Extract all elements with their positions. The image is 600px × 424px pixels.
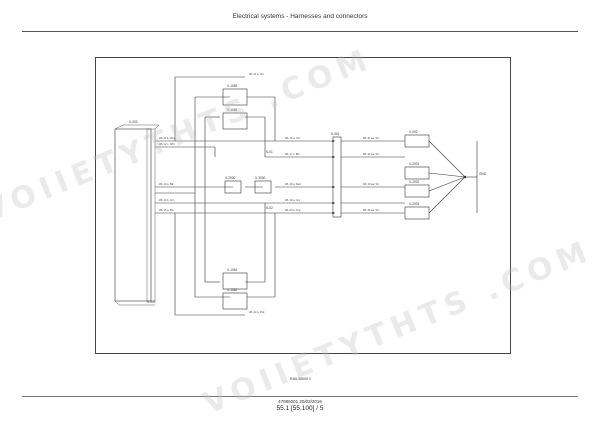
relay-bottom-1 — [222, 272, 248, 290]
component-x2003-label: X-2003 — [409, 202, 420, 206]
mid-connector-label: X-001 — [331, 132, 340, 136]
connector-x1084: X-1084 — [227, 108, 238, 112]
component-x2001 — [404, 166, 430, 180]
wire-label: WL 13 a. Blk — [159, 182, 174, 186]
wire-label: WL 22 a. Pnk — [249, 310, 265, 314]
relay-bottom-2 — [222, 292, 248, 310]
switch-x2000 — [224, 180, 242, 194]
wire-label: WL 15 a. Blu — [159, 208, 174, 212]
ecu-label: X-003 — [129, 120, 138, 124]
document-number: 47986001 20/03/2016 — [278, 399, 322, 404]
connector-x1083: X-1083 — [227, 84, 238, 88]
switch-x2000-label: X-2000 — [225, 176, 236, 180]
wire-label: WL 20 a. Org — [285, 208, 301, 212]
wire-label: WL 12 c. Wht — [159, 142, 175, 146]
component-x2002 — [404, 184, 430, 198]
wire-label: WL 16 a. Yel — [285, 136, 300, 140]
wire-label: WL 21 a. Vio — [249, 72, 264, 76]
page-number: 55.1 [55.100] / 5 — [276, 405, 324, 412]
relay-top-1 — [222, 88, 248, 106]
component-x2002-label: X-2002 — [409, 180, 420, 184]
switch-x3000-label: X-3000 — [255, 176, 266, 180]
diagram-frame — [95, 57, 511, 354]
component-x002-label: X-002 — [409, 130, 418, 134]
wire-label: WL 14 b. Grn — [159, 198, 175, 202]
component-x2003 — [404, 206, 430, 220]
wire-label: WL 17 c. Brn — [285, 152, 300, 156]
wire-label: WL 11 a. Wht — [159, 136, 175, 140]
right-wire-label: WL 33 aa. Wt — [363, 182, 379, 186]
wiring-diagram: X-003 X-003 X-1083 X-1084 X-2000 X-3000 … — [114, 72, 487, 316]
splice-label-1: S-01 — [266, 150, 273, 154]
right-wire-label: WL 31 aa. Wt — [363, 136, 379, 140]
ecu-pin-label: X-003 — [147, 300, 156, 304]
component-x002 — [404, 134, 430, 148]
connector-x1082: X-1082 — [227, 288, 238, 292]
ground-label: GND — [479, 172, 487, 176]
component-x2001-label: X-2001 — [409, 162, 420, 166]
header-divider — [22, 31, 578, 32]
connector-x1081: X-1081 — [227, 268, 238, 272]
relay-top-2 — [222, 112, 248, 130]
figure-id: RAIL35000 1 — [290, 377, 311, 381]
mid-connector-bar — [332, 136, 342, 218]
footer-divider — [22, 396, 578, 397]
wire-label: WL 18 a. Red — [285, 182, 301, 186]
right-wire-label: WL 34 aa. Wt — [363, 208, 379, 212]
wire-label: WL 19 a. Gry — [285, 198, 301, 202]
splice-label-2: S-02 — [266, 206, 273, 210]
switch-x3000 — [254, 180, 272, 194]
page-title: Electrical systems - Harnesses and conne… — [232, 13, 368, 20]
right-wire-label: WL 32 aa. Wt — [363, 152, 379, 156]
ecu-block — [114, 128, 152, 302]
